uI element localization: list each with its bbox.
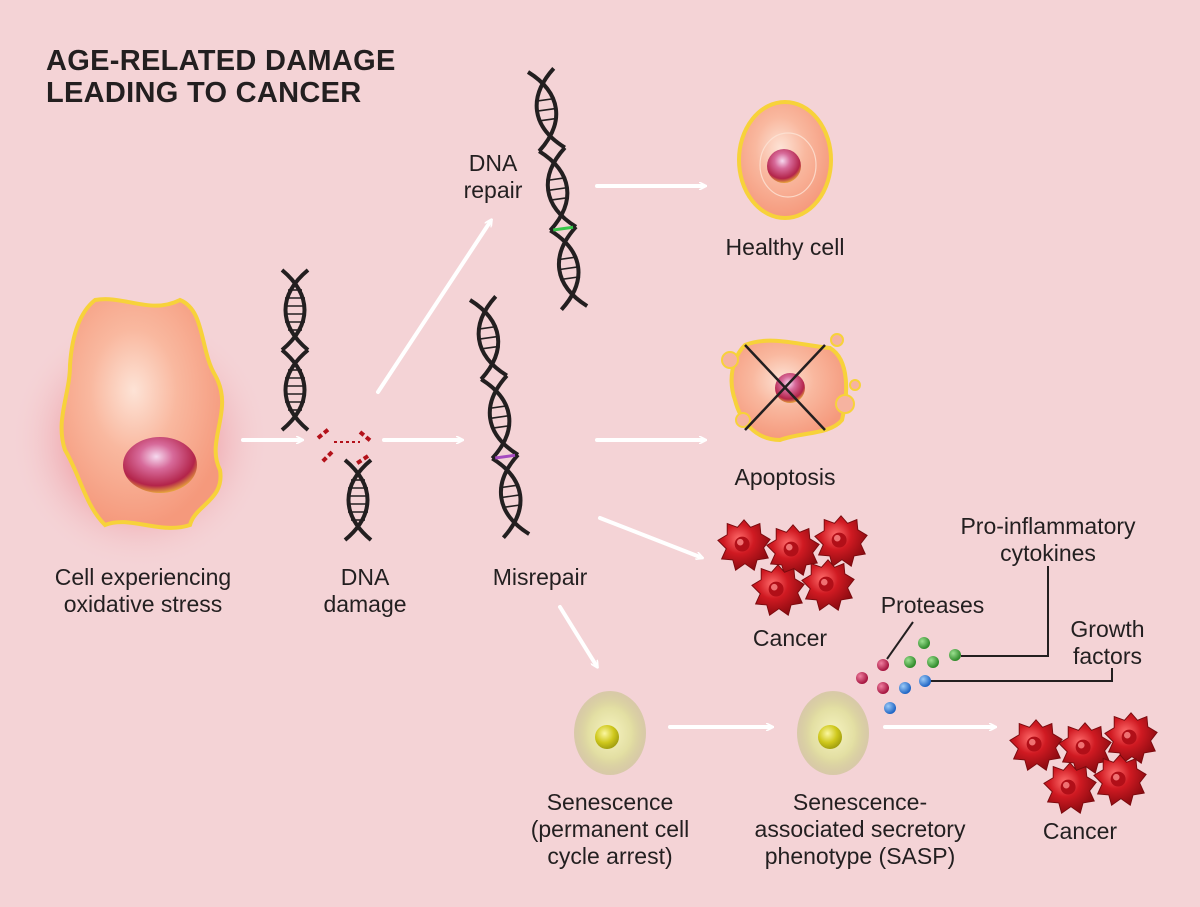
molecule-dot-icon <box>856 637 961 714</box>
healthy-cell-label: Healthy cell <box>725 234 845 260</box>
cancer-cell-cluster-icon <box>1009 712 1158 814</box>
cancer-label: Cancer <box>752 625 828 651</box>
proteases-label: Proteases <box>880 592 985 618</box>
cross-mark <box>744 344 826 431</box>
misrepair-label: Misrepair <box>492 564 588 590</box>
title-line: LEADING TO CANCER <box>46 77 362 109</box>
misrepair-mark <box>495 453 516 460</box>
cancer-label: Cancer <box>1042 818 1118 844</box>
leader-lines <box>886 566 1113 682</box>
sasp-label: Senescence- associated secretory phenoty… <box>754 789 966 869</box>
dna-repair-label: DNA repair <box>463 150 523 203</box>
growth-factors-label: Growth factors <box>1070 616 1145 669</box>
repair-mark <box>553 225 574 232</box>
senescent-cell-icon <box>797 691 869 775</box>
healthy-cell-icon <box>737 100 833 220</box>
dna-helix-icon <box>526 66 590 312</box>
arrow-icon <box>241 186 993 727</box>
title-line: AGE-RELATED DAMAGE <box>46 45 396 77</box>
senescent-cell-icon <box>574 691 646 775</box>
pro-inflammatory-label: Pro-inflammatory cytokines <box>960 513 1136 566</box>
stressed-cell-icon <box>10 297 270 570</box>
apoptosis-label: Apoptosis <box>734 464 836 490</box>
dna-damage-label: DNA damage <box>323 564 407 617</box>
stressed-cell-label: Cell experiencing oxidative stress <box>54 564 232 617</box>
senescence-label: Senescence (permanent cell cycle arrest) <box>530 789 690 869</box>
dna-break-mark <box>316 426 374 466</box>
cancer-cell-cluster-icon <box>717 515 868 616</box>
dna-helix-icon <box>468 294 532 540</box>
apoptotic-cell-icon <box>721 333 861 443</box>
dna-helix-icon <box>280 268 374 542</box>
page-title: AGE-RELATED DAMAGE LEADING TO CANCER <box>46 45 396 109</box>
